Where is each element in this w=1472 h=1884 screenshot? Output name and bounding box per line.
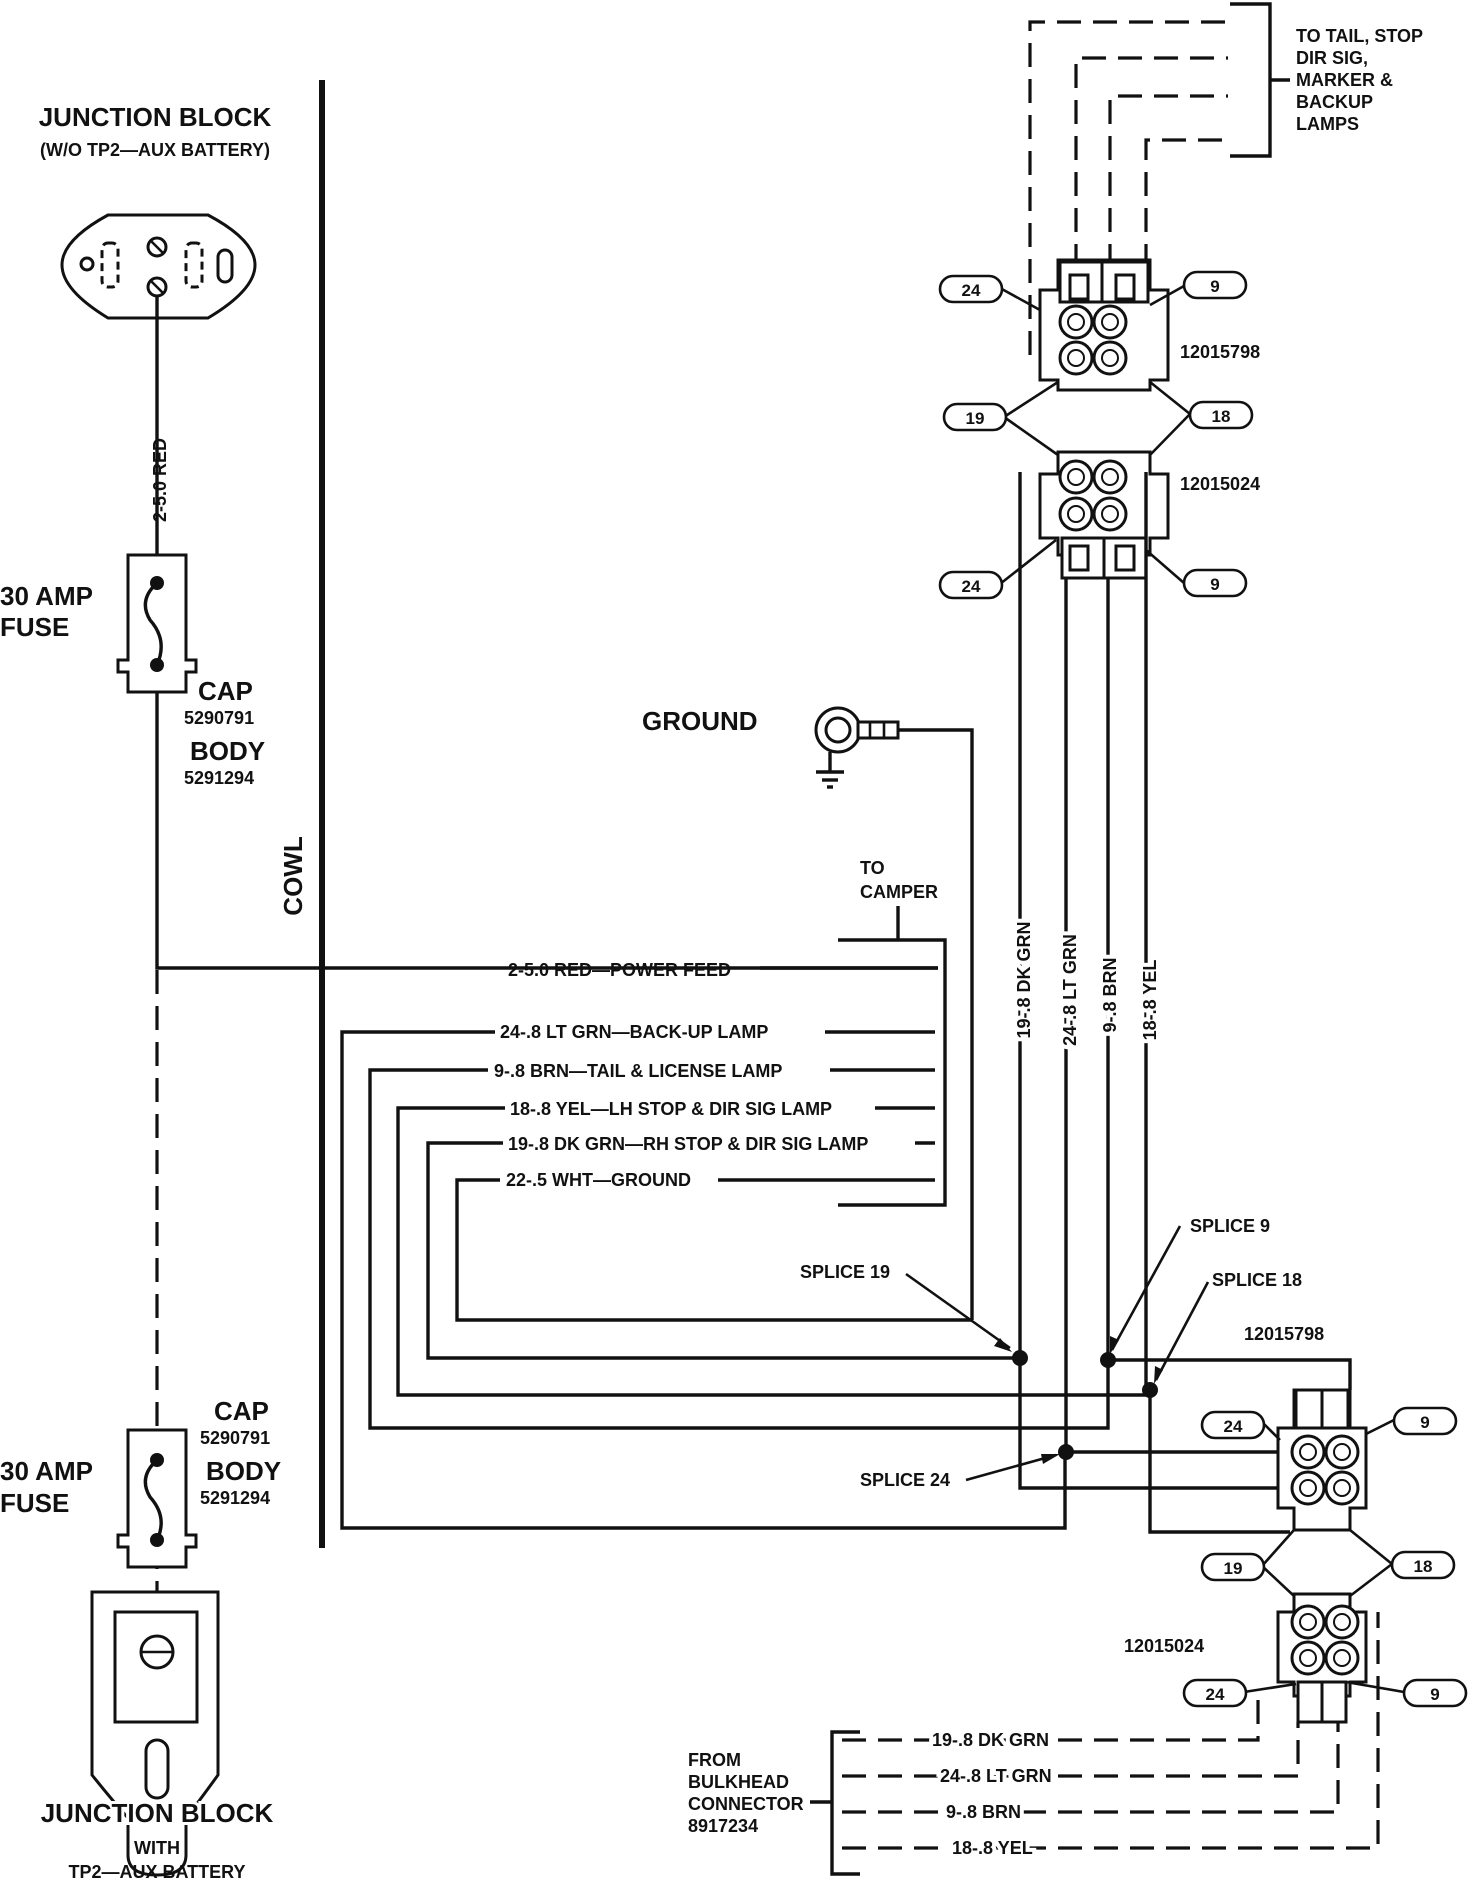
splice-18-label: SPLICE 18: [1212, 1270, 1302, 1290]
fuse-bottom-body-part: 5291294: [200, 1488, 270, 1508]
wire-red-feed: [155, 296, 938, 970]
wire-red-label: 2-5.0 RED: [150, 438, 170, 522]
camper-wire-backup: 24-.8 LT GRN—BACK-UP LAMP: [500, 1022, 768, 1042]
ground-label: GROUND: [642, 706, 758, 736]
svg-text:9: 9: [1420, 1413, 1429, 1432]
fuse-bottom-body-label: BODY: [206, 1456, 281, 1486]
fuse-top: 30 AMP FUSE CAP 5290791 BODY 5291294: [0, 553, 265, 788]
fuse-top-cap-label: CAP: [198, 676, 253, 706]
bulkhead-wire-dk-grn: 19-.8 DK GRN: [932, 1730, 1049, 1750]
junction-block-bottom-with: WITH: [134, 1838, 180, 1858]
connector-bottom-lower: 12015024: [1124, 1592, 1368, 1724]
svg-text:24: 24: [1224, 1417, 1243, 1436]
svg-text:24: 24: [962, 281, 981, 300]
junction-block-top-housing: [60, 213, 257, 320]
camper-wire-lh-stop: 18-.8 YEL—LH STOP & DIR SIG LAMP: [510, 1099, 832, 1119]
connector-bottom-upper: 12015798: [1244, 1324, 1368, 1532]
connector-bottom-lower-part: 12015024: [1124, 1636, 1204, 1656]
fuse-bottom-cap-part: 5290791: [200, 1428, 270, 1448]
junction-block-top-mount-hole: [79, 256, 95, 272]
junction-block-bottom-subtitle: TP2—AUX BATTERY: [68, 1862, 245, 1882]
wire-rh-stop-dk-grn: [426, 1141, 1020, 1360]
fuse-bottom-rating: 30 AMP: [0, 1456, 93, 1486]
wire-tail-brn: [368, 1068, 1110, 1430]
fuse-bottom: 30 AMP FUSE CAP 5290791 BODY 5291294: [0, 1396, 281, 1569]
connector-bottom-upper-part: 12015798: [1244, 1324, 1324, 1344]
fuse-top-label: FUSE: [0, 612, 69, 642]
ground-terminal: GROUND: [642, 706, 974, 1320]
to-camper-line2: CAMPER: [860, 882, 938, 902]
junction-block-top-stud-slot: [216, 248, 234, 284]
fuse-top-body-label: BODY: [190, 736, 265, 766]
splice-19-label: SPLICE 19: [800, 1262, 890, 1282]
camper-wire-ground: 22-.5 WHT—GROUND: [506, 1170, 691, 1190]
svg-text:9: 9: [1210, 575, 1219, 594]
svg-text:24: 24: [962, 577, 981, 596]
camper-wire-rh-stop: 19-.8 DK GRN—RH STOP & DIR SIG LAMP: [508, 1134, 868, 1154]
fuse-bottom-cap-label: CAP: [214, 1396, 269, 1426]
cowl-label: COWL: [278, 836, 308, 916]
junction-block-top-subtitle: (W/O TP2—AUX BATTERY): [40, 140, 270, 160]
junction-block-top-title: JUNCTION BLOCK: [39, 102, 272, 132]
from-bulkhead-line4: 8917234: [688, 1816, 758, 1836]
fuse-bottom-label: FUSE: [0, 1488, 69, 1518]
to-tail-line5: LAMPS: [1296, 114, 1359, 134]
wire-ground-wht-loop: [455, 1178, 972, 1322]
to-tail-line1: TO TAIL, STOP: [1296, 26, 1423, 46]
wire-backup-lt-grn: [340, 1030, 1067, 1530]
camper-wire-tail: 9-.8 BRN—TAIL & LICENSE LAMP: [494, 1061, 782, 1081]
svg-text:19: 19: [1224, 1559, 1243, 1578]
svg-text:18: 18: [1414, 1557, 1433, 1576]
cavity-bubbles-top: 24 9 19 18 24 9: [938, 270, 1254, 600]
camper-wire-stubs: [718, 966, 938, 1182]
connector-top-upper-part: 12015798: [1180, 342, 1260, 362]
splices: SPLICE 19 SPLICE 9 SPLICE 18 SPLICE 24: [800, 1216, 1302, 1490]
cavity-bubbles-bottom: 24 9 19 18 24 9: [1182, 1406, 1468, 1708]
to-camper-line1: TO: [860, 858, 885, 878]
wire-ground-white: [898, 728, 974, 1320]
junction-block-bottom-title: JUNCTION BLOCK: [41, 1798, 274, 1828]
from-bulkhead-line3: CONNECTOR: [688, 1794, 804, 1814]
from-bulkhead-line2: BULKHEAD: [688, 1772, 789, 1792]
tail-lamp-dashed-wires: [1028, 20, 1228, 355]
junction-block-top-slot-right: [184, 241, 204, 289]
vertical-harness: [1018, 472, 1148, 1452]
splice-to-connector-wires: [1018, 1358, 1352, 1534]
junction-block-bottom: JUNCTION BLOCK WITH TP2—AUX BATTERY: [38, 1590, 276, 1882]
connector-top-lower: 12015024: [1038, 450, 1260, 580]
bulkhead-dashed-wires: [842, 1612, 1380, 1850]
to-tail-bracket: [1230, 2, 1272, 158]
splice-24-label: SPLICE 24: [860, 1470, 950, 1490]
svg-text:18: 18: [1212, 407, 1231, 426]
bulkhead-wire-lt-grn: 24-.8 LT GRN: [940, 1766, 1052, 1786]
junction-block-top: JUNCTION BLOCK (W/O TP2—AUX BATTERY): [39, 102, 272, 320]
to-tail-line4: BACKUP: [1296, 92, 1373, 112]
junction-block-top-slot-left: [100, 241, 120, 289]
bulkhead-wire-brn: 9-.8 BRN: [946, 1802, 1021, 1822]
camper-wire-power: 2-5.0 RED—POWER FEED: [508, 960, 731, 980]
fuse-top-rating: 30 AMP: [0, 581, 93, 611]
connector-top-upper: 12015798: [1038, 258, 1260, 392]
fuse-top-cap-part: 5290791: [184, 708, 254, 728]
svg-text:24: 24: [1206, 1685, 1225, 1704]
svg-text:9: 9: [1430, 1685, 1439, 1704]
svg-text:19: 19: [966, 409, 985, 428]
vertical-wire-lt-grn: 24-.8 LT GRN: [1060, 934, 1080, 1046]
svg-text:9: 9: [1210, 277, 1219, 296]
connector-top-lower-part: 12015024: [1180, 474, 1260, 494]
bulkhead-bracket: [830, 1730, 860, 1876]
fuse-top-body-part: 5291294: [184, 768, 254, 788]
camper-bracket: [838, 938, 947, 1207]
splice-9-label: SPLICE 9: [1190, 1216, 1270, 1236]
vertical-wire-brn: 9-.8 BRN: [1100, 957, 1120, 1032]
vertical-wire-dk-grn: 19-.8 DK GRN: [1014, 921, 1034, 1038]
to-tail-line2: DIR SIG,: [1296, 48, 1368, 68]
from-bulkhead-line1: FROM: [688, 1750, 741, 1770]
vertical-wire-yel: 18-.8 YEL: [1140, 960, 1160, 1041]
bulkhead-wire-yel: 18-.8 YEL: [952, 1838, 1033, 1858]
to-tail-line3: MARKER &: [1296, 70, 1393, 90]
